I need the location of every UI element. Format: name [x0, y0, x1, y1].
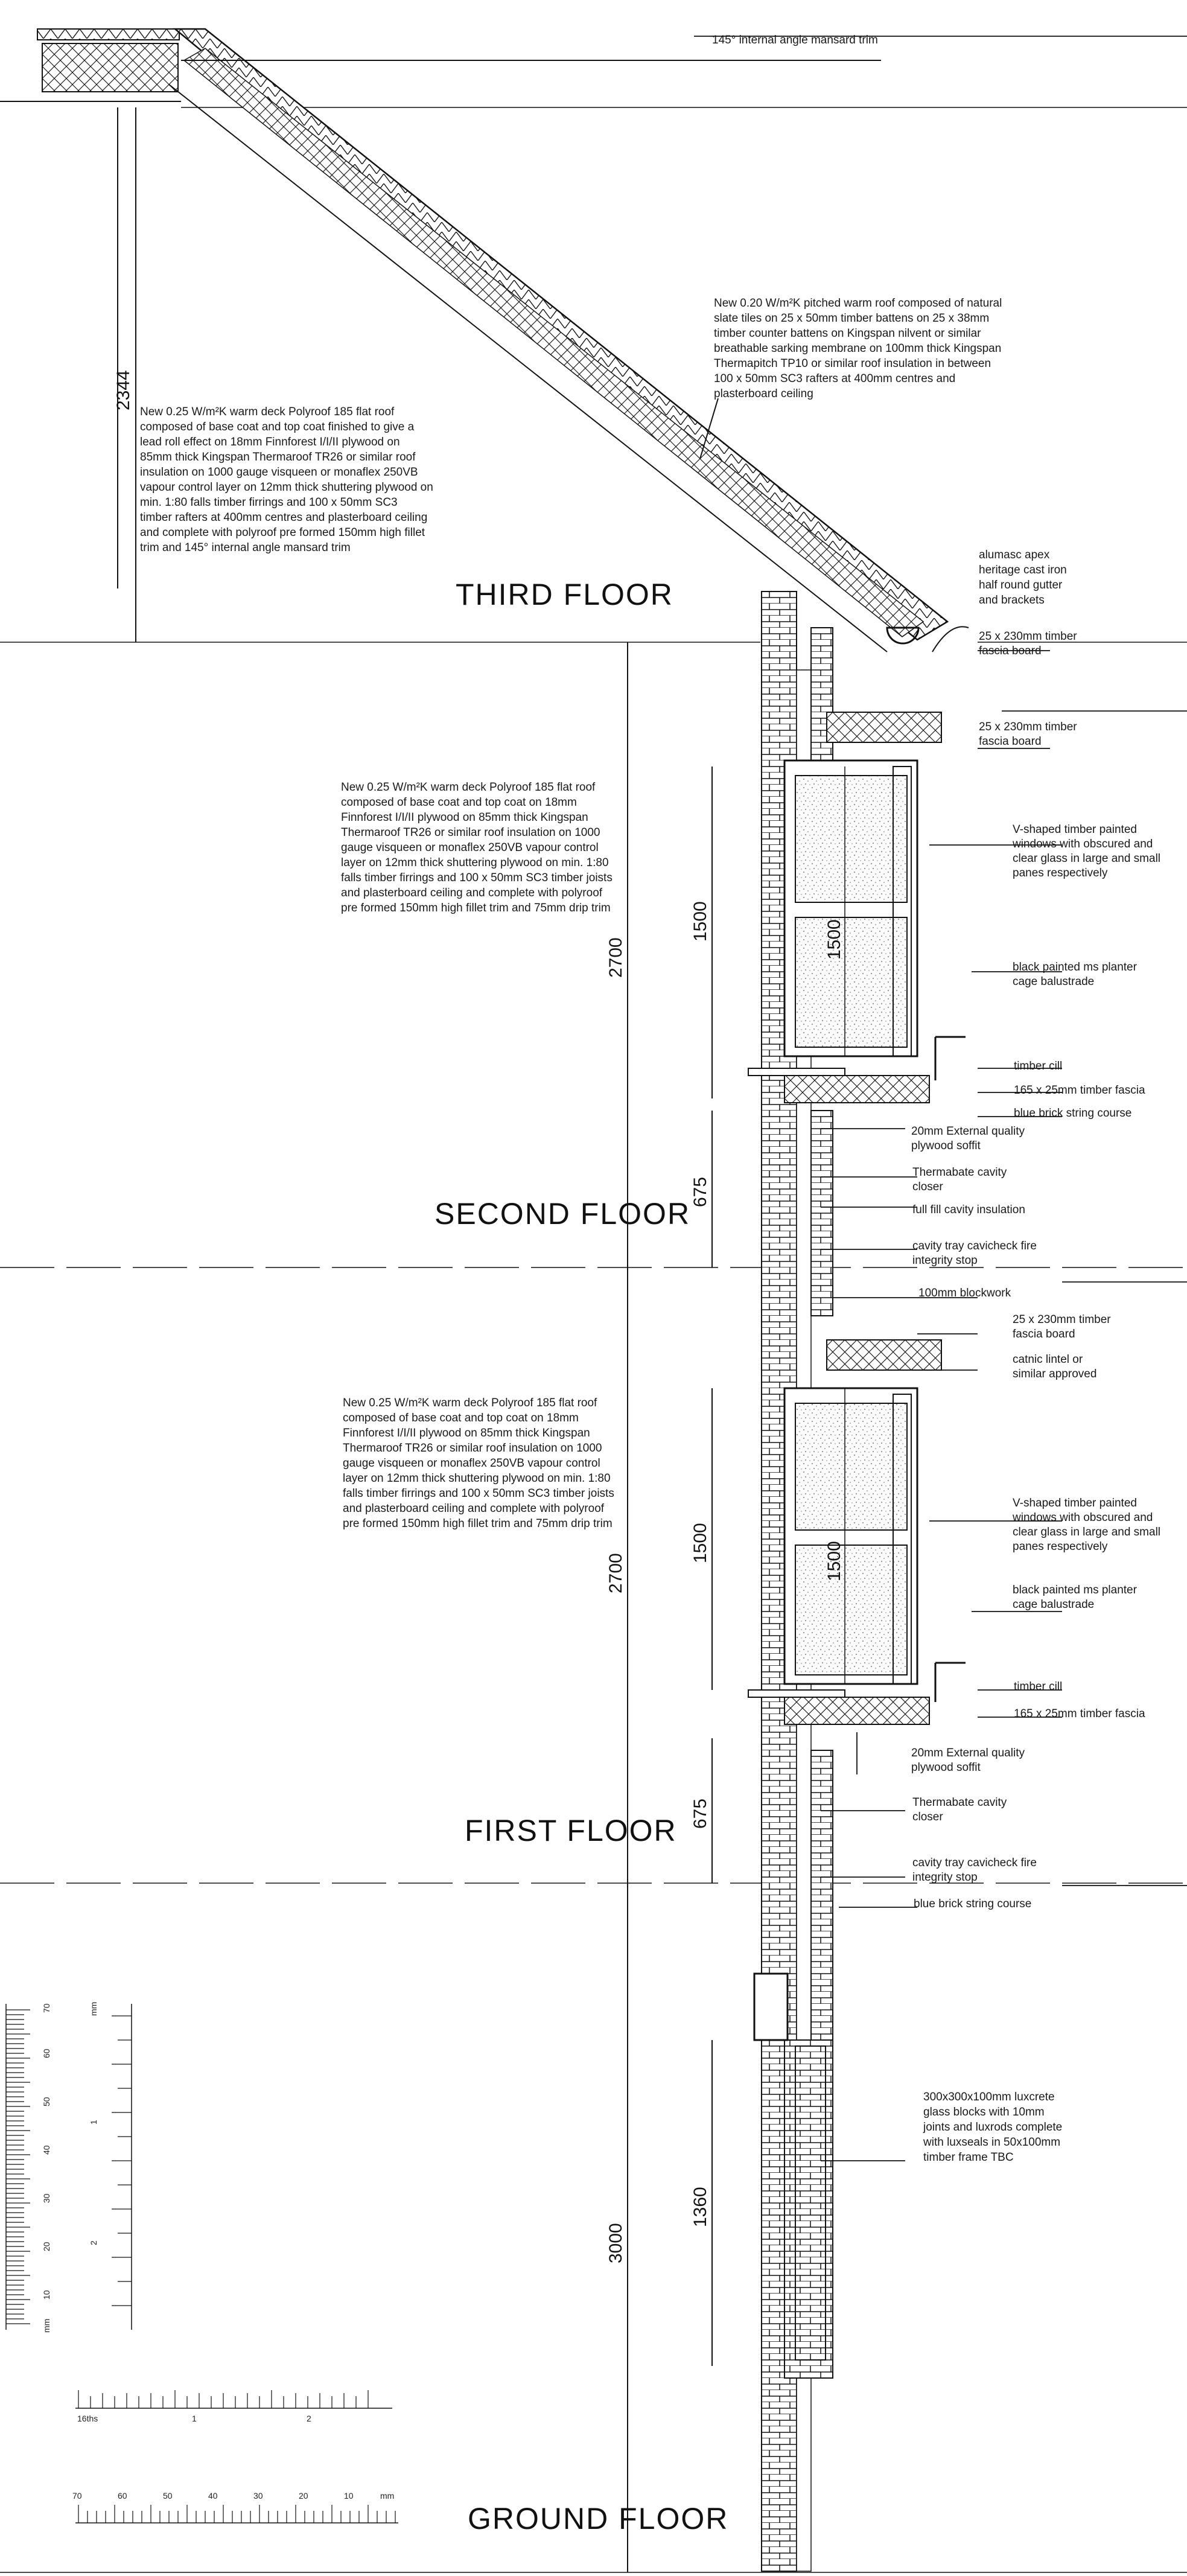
level-lines — [0, 642, 1187, 2573]
note-windows-second: V-shaped timber painted windows with obs… — [1012, 823, 1163, 879]
note-glass-blocks: 300x300x100mm luxcrete glass blocks with… — [923, 2091, 1066, 2164]
note-cill-first: timber cill — [1014, 1680, 1062, 1693]
svg-text:10: 10 — [42, 2290, 51, 2300]
horizontal-scale-bar-bottom: 70 60 50 40 30 20 10 mm — [72, 2491, 398, 2523]
svg-text:70: 70 — [42, 2003, 51, 2013]
svg-text:50: 50 — [42, 2097, 51, 2106]
dim-second-window-inner: 1500 — [824, 919, 844, 960]
dim-first-window-inner: 1500 — [824, 1541, 844, 1581]
vertical-scale-bar: 70 60 50 40 30 20 10 mm mm 1 2 — [5, 2002, 132, 2333]
note-fascia-3: 25 x 230mm timber fascia board — [1013, 1313, 1114, 1341]
svg-text:16ths: 16ths — [77, 2414, 98, 2423]
note-fascia-1: 25 x 230mm timber fascia board — [979, 630, 1080, 657]
dim-second-storey: 2700 — [606, 937, 626, 978]
svg-text:mm: mm — [89, 2002, 98, 2016]
dim-first-zone: 675 — [690, 1799, 710, 1829]
svg-text:50: 50 — [163, 2491, 173, 2501]
note-balustrade-first: black painted ms planter cage balustrade — [1013, 1584, 1140, 1611]
note-soffit-first: 20mm External quality plywood soffit — [911, 1747, 1028, 1774]
note-fascia-2: 25 x 230mm timber fascia board — [979, 721, 1080, 748]
svg-text:60: 60 — [42, 2048, 51, 2058]
note-fascia-165-first: 165 x 25mm timber fascia — [1014, 1707, 1145, 1720]
horizontal-scale-bar-top: 16ths 1 2 — [75, 2390, 392, 2423]
svg-text:30: 30 — [253, 2491, 263, 2501]
note-balustrade-second: black painted ms planter cage balustrade — [1013, 961, 1140, 988]
second-floor-window — [748, 712, 966, 1103]
note-soffit-second: 20mm External quality plywood soffit — [911, 1125, 1028, 1152]
svg-text:20: 20 — [299, 2491, 308, 2501]
svg-text:2: 2 — [89, 2240, 98, 2245]
note-fascia-165-second: 165 x 25mm timber fascia — [1014, 1084, 1145, 1097]
svg-text:40: 40 — [208, 2491, 218, 2501]
pitched-roof-leader — [699, 398, 719, 459]
note-string-course-second: blue brick string course — [1014, 1107, 1131, 1120]
first-floor-window — [748, 1339, 966, 1725]
svg-text:mm: mm — [380, 2491, 394, 2501]
note-closer-first: Thermabate cavity closer — [912, 1796, 1010, 1823]
note-flat-roof-top: New 0.25 W/m²K warm deck Polyroof 185 fl… — [140, 406, 436, 554]
svg-text:30: 30 — [42, 2193, 51, 2203]
svg-text:10: 10 — [344, 2491, 354, 2501]
dim-first-window: 1500 — [690, 1523, 710, 1563]
dim-glass-blocks: 1360 — [690, 2187, 710, 2227]
first-floor-label: FIRST FLOOR — [465, 1814, 677, 1848]
dim-first-storey: 2700 — [606, 1553, 626, 1593]
svg-text:1: 1 — [89, 2120, 98, 2125]
note-cill-second: timber cill — [1014, 1060, 1062, 1073]
note-flat-roof-first: New 0.25 W/m²K warm deck Polyroof 185 fl… — [343, 1397, 617, 1530]
note-cavity-tray-first: cavity tray cavicheck fire integrity sto… — [912, 1857, 1040, 1884]
second-floor-label: SECOND FLOOR — [434, 1197, 690, 1231]
note-lintel: catnic lintel or similar approved — [1013, 1353, 1096, 1380]
dim-second-window: 1500 — [690, 901, 710, 942]
svg-text:2: 2 — [307, 2414, 311, 2423]
svg-text:1: 1 — [192, 2414, 197, 2423]
svg-text:70: 70 — [72, 2491, 82, 2501]
note-mansard-trim: 145° internal angle mansard trim — [712, 34, 878, 46]
note-flat-roof-second: New 0.25 W/m²K warm deck Polyroof 185 fl… — [341, 781, 616, 914]
pitched-roof — [168, 28, 949, 652]
note-windows-first: V-shaped timber painted windows with obs… — [1012, 1497, 1163, 1553]
dim-second-zone: 675 — [690, 1177, 710, 1207]
svg-text:20: 20 — [42, 2242, 51, 2251]
gutter — [886, 626, 969, 652]
third-floor-label: THIRD FLOOR — [456, 578, 673, 611]
note-closer-second: Thermabate cavity closer — [912, 1166, 1010, 1193]
top-flat-roof — [0, 28, 1187, 108]
note-gutter: alumasc apex heritage cast iron half rou… — [979, 549, 1070, 607]
ground-floor-label: GROUND FLOOR — [468, 2502, 728, 2536]
dim-ground-storey: 3000 — [606, 2223, 626, 2263]
dimension-lines — [117, 107, 845, 2572]
note-pitched-roof: New 0.20 W/m²K pitched warm roof compose… — [714, 297, 1005, 400]
svg-text:60: 60 — [118, 2491, 127, 2501]
svg-text:40: 40 — [42, 2145, 51, 2155]
note-blockwork: 100mm blockwork — [918, 1287, 1011, 1299]
dim-roof-height: 2344 — [113, 370, 133, 410]
note-string-course-first: blue brick string course — [914, 1898, 1031, 1910]
glass-block-panel — [795, 2045, 826, 2361]
note-cavity-insulation: full fill cavity insulation — [912, 1204, 1025, 1216]
note-cavity-tray-second: cavity tray cavicheck fire integrity sto… — [912, 1240, 1040, 1267]
leader-lines — [694, 36, 1187, 2161]
svg-text:mm: mm — [42, 2319, 51, 2333]
